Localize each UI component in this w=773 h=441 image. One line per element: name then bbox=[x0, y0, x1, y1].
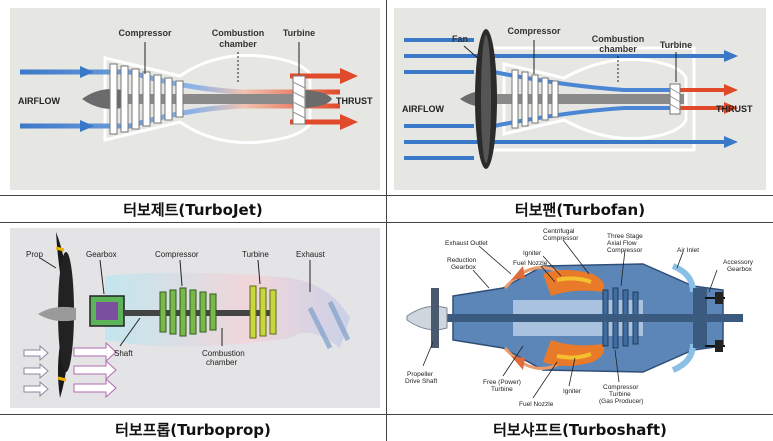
turbojet-combustion-label-1: Combustion bbox=[212, 28, 265, 38]
turboprop-gearbox-label: Gearbox bbox=[86, 250, 117, 259]
turboshaft-comp-turbine-label-2: Turbine bbox=[609, 391, 631, 398]
turboshaft-exhaust-outlet-label: Exhaust Outlet bbox=[445, 240, 488, 247]
turbojet-diagram: Compressor Combustion chamber Turbine AI… bbox=[10, 8, 380, 190]
turboshaft-centrifugal-label-1: Centrifugal bbox=[543, 228, 575, 235]
turboshaft-accessory-label-1: Accessory bbox=[723, 259, 754, 266]
grid-divider-2 bbox=[0, 222, 773, 223]
turboshaft-fuel-nozzle-top-label: Fuel Nozzle bbox=[513, 260, 548, 267]
turboshaft-reduction-label-2: Gearbox bbox=[451, 264, 477, 271]
turboprop-compressor-label: Compressor bbox=[155, 250, 199, 259]
turbofan-thrust-label: THRUST bbox=[716, 104, 753, 114]
turbofan-compressor-label: Compressor bbox=[507, 26, 561, 36]
turboshaft-accessory-label-2: Gearbox bbox=[727, 266, 753, 273]
turboshaft-three-stage-label-1: Three Stage bbox=[607, 233, 643, 240]
turboshaft-caption: 터보샤프트(Turboshaft) bbox=[493, 421, 667, 439]
grid-divider-3 bbox=[0, 414, 773, 415]
turbojet-airflow-label: AIRFLOW bbox=[18, 96, 60, 106]
turbofan-combustion-label-1: Combustion bbox=[592, 34, 645, 44]
turbofan-diagram: Fan Compressor Combustion chamber Turbin… bbox=[394, 8, 766, 190]
turboshaft-propeller-label-2: Drive Shaft bbox=[405, 378, 437, 385]
turbofan-fan-label: Fan bbox=[452, 34, 468, 44]
turboshaft-air-inlet-label: Air Inlet bbox=[677, 247, 699, 254]
turboshaft-fuel-nozzle-bottom-label: Fuel Nozzle bbox=[519, 401, 554, 408]
turboprop-turbine-label: Turbine bbox=[242, 250, 269, 259]
turboshaft-centrifugal-label-2: Compressor bbox=[543, 235, 579, 242]
turbojet-combustion-label-2: chamber bbox=[219, 39, 257, 49]
turboprop-diagram: Prop Gearbox Compressor Turbine Exhaust … bbox=[10, 228, 380, 408]
turbojet-compressor-label: Compressor bbox=[118, 28, 172, 38]
turboshaft-comp-turbine-label-1: Compressor bbox=[603, 384, 639, 391]
turboprop-shaft-label: Shaft bbox=[114, 349, 133, 358]
turboshaft-comp-turbine-label-3: (Gas Producer) bbox=[599, 398, 643, 405]
turboshaft-reduction-label-1: Reduction bbox=[447, 257, 477, 264]
turbofan-caption: 터보팬(Turbofan) bbox=[514, 201, 646, 219]
grid-divider-1 bbox=[0, 195, 773, 196]
turboshaft-igniter-bottom-label: Igniter bbox=[563, 388, 582, 395]
turboshaft-free-power-label-1: Free (Power) bbox=[483, 379, 521, 386]
turboprop-combustion-label-1: Combustion bbox=[202, 349, 245, 358]
turboprop-prop-label: Prop bbox=[26, 250, 43, 259]
turbofan-combustion-label-2: chamber bbox=[599, 44, 637, 54]
turbofan-turbine-label: Turbine bbox=[660, 40, 692, 50]
turbojet-caption: 터보제트(TurboJet) bbox=[123, 201, 263, 219]
turboshaft-three-stage-label-2: Axial Flow bbox=[607, 240, 637, 247]
turboshaft-free-power-label-2: Turbine bbox=[491, 386, 513, 393]
grid-divider-vertical bbox=[386, 0, 387, 441]
turboshaft-igniter-top-label: Igniter bbox=[523, 250, 542, 257]
turbojet-turbine-label: Turbine bbox=[283, 28, 315, 38]
turboprop-exhaust-label: Exhaust bbox=[296, 250, 326, 259]
turbofan-airflow-label: AIRFLOW bbox=[402, 104, 444, 114]
turboprop-combustion-label-2: chamber bbox=[206, 358, 237, 367]
turboshaft-diagram: Exhaust Outlet Centrifugal Compressor Ig… bbox=[393, 226, 767, 410]
turbojet-thrust-label: THRUST bbox=[336, 96, 373, 106]
turboshaft-propeller-label-1: Propeller bbox=[407, 371, 434, 378]
turboshaft-three-stage-label-3: Compressor bbox=[607, 247, 643, 254]
turboprop-caption: 터보프롭(Turboprop) bbox=[115, 421, 271, 439]
